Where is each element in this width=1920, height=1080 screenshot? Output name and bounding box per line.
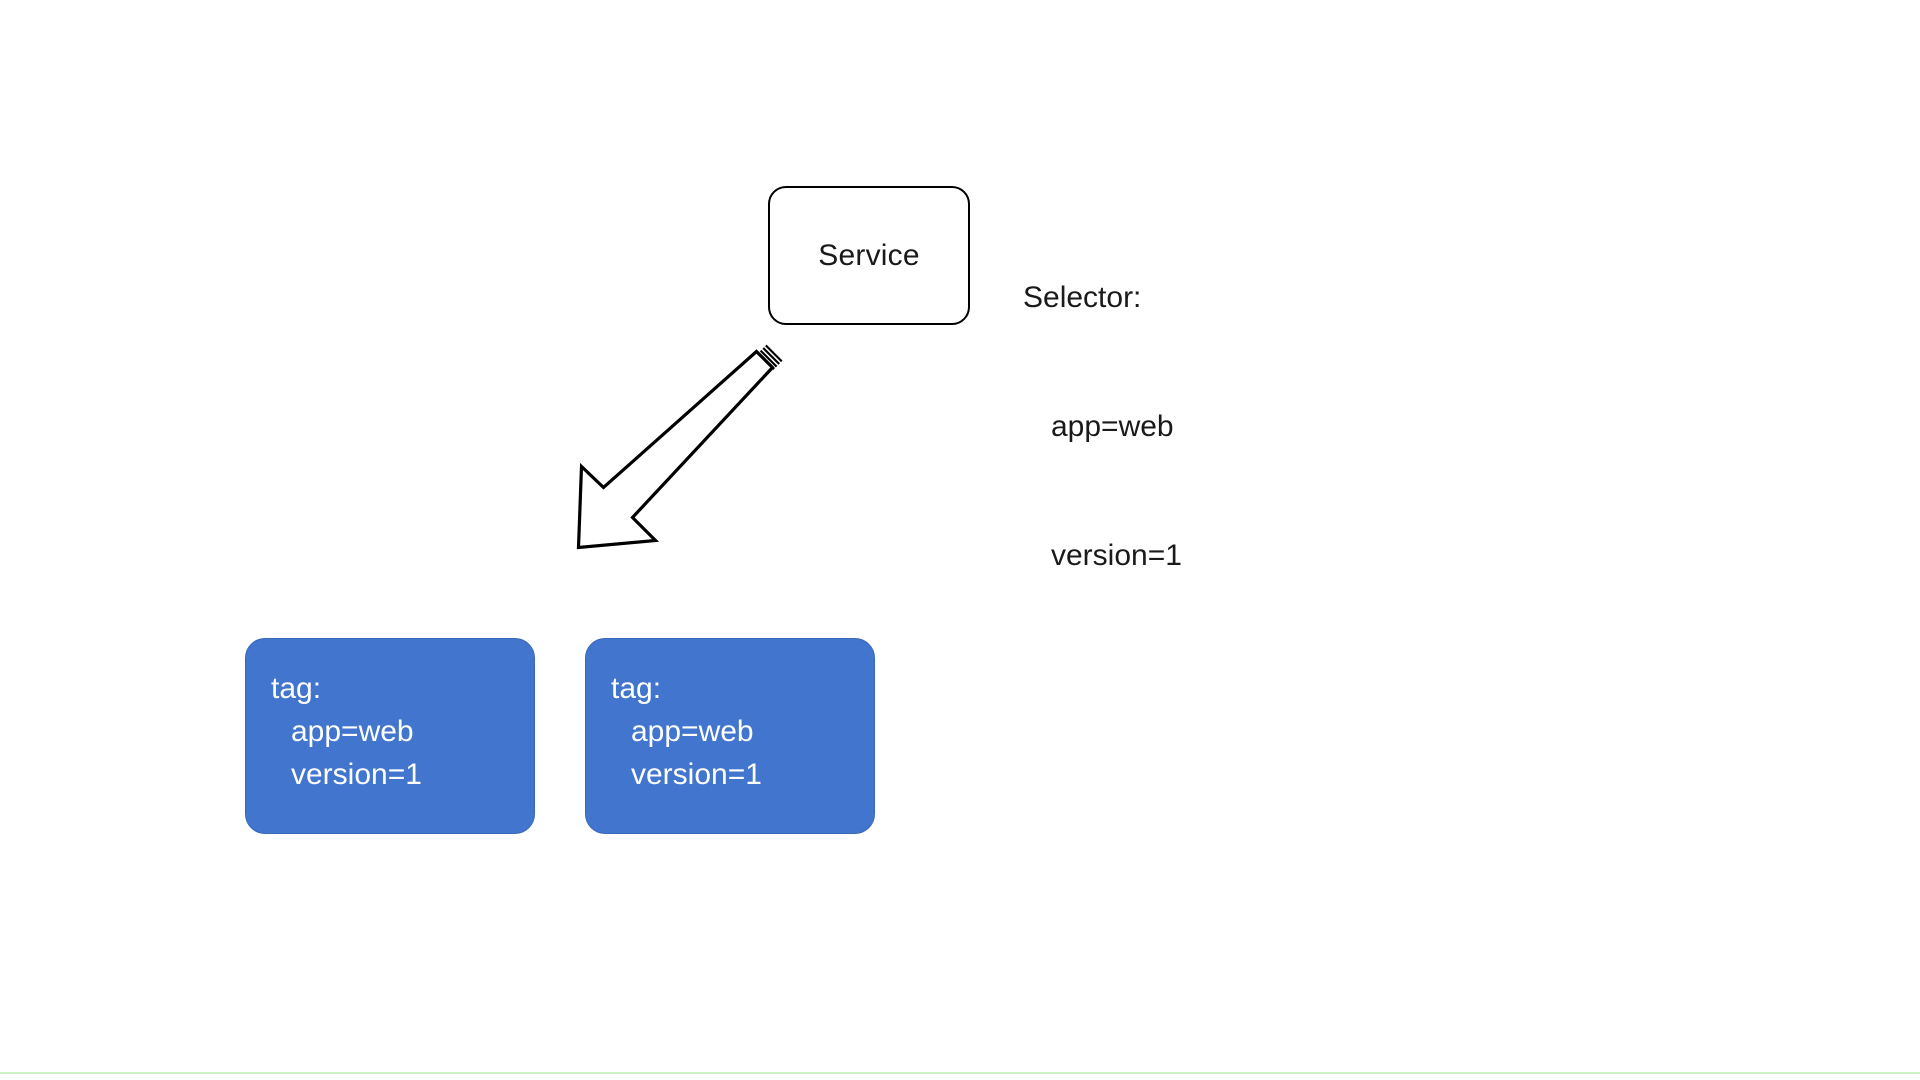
pod-2-line-app: app=web bbox=[631, 715, 754, 748]
pod-2-heading: tag: bbox=[611, 672, 662, 705]
footer-divider bbox=[0, 1072, 1920, 1074]
arrow-tail-stripes bbox=[757, 344, 783, 370]
pod-box-2[interactable]: tag: app=web version=1 bbox=[585, 638, 875, 834]
pod-box-1[interactable]: tag: app=web version=1 bbox=[245, 638, 535, 834]
pod-1-heading: tag: bbox=[271, 672, 322, 705]
arrow-outline-path bbox=[576, 349, 775, 550]
pod-1-line-app: app=web bbox=[291, 715, 414, 748]
selector-line-app: app=web bbox=[1051, 410, 1174, 443]
arrow-down-left-icon bbox=[560, 335, 783, 560]
selector-annotation: Selector: app=web version=1 bbox=[1023, 190, 1182, 663]
service-node-label: Service bbox=[818, 239, 920, 272]
service-node[interactable]: Service bbox=[768, 186, 970, 325]
arrow-down-left-svg bbox=[576, 344, 783, 550]
selector-heading: Selector: bbox=[1023, 281, 1142, 314]
pod-2-line-version: version=1 bbox=[631, 758, 762, 791]
pod-1-line-version: version=1 bbox=[291, 758, 422, 791]
selector-line-version: version=1 bbox=[1051, 539, 1182, 572]
